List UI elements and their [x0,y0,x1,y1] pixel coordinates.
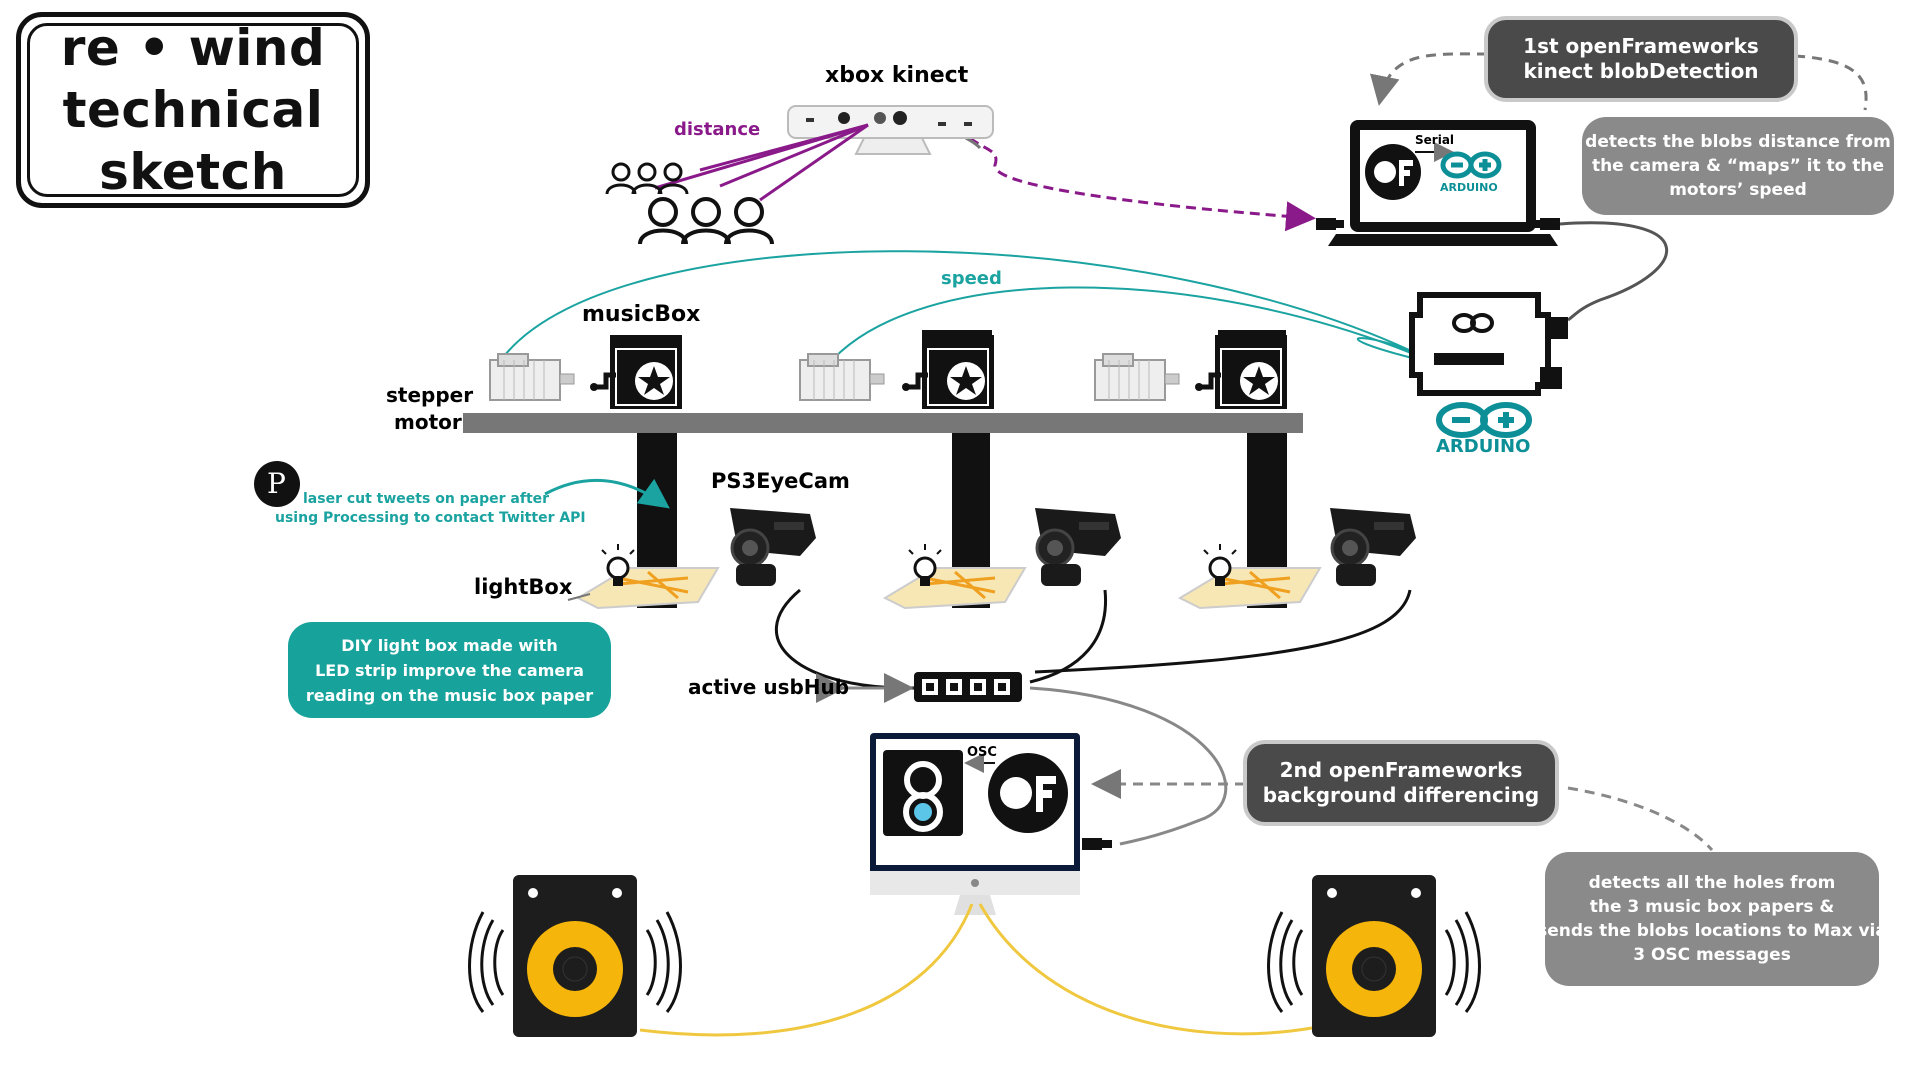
people-icon [605,162,774,245]
imac-usb-connector [1082,838,1112,850]
music-box-icon [902,335,994,409]
music-box-lid [922,330,992,338]
of2-desc-line4: 3 OSC messages [1633,945,1791,965]
openframeworks-logo-icon [988,753,1068,833]
arduino-small-label: ARDUINO [1440,181,1498,194]
music-box-icon [1195,335,1287,409]
of2-desc-line1: detects all the holes from [1588,873,1836,893]
title-box: re • wind technical sketch [16,12,370,208]
title-line1-left: re [60,19,121,77]
camera-cables [775,588,1412,690]
active-usb-hub-label: active usbHub [688,675,849,699]
max-logo-icon [883,750,963,836]
osc-label: OSC [967,745,997,760]
xbox-kinect-label: xbox kinect [825,63,969,88]
of1-line1: 1st openFrameworks [1523,34,1759,58]
music-box-lid [1218,330,1286,338]
light-line2: LED strip improve the camera [315,660,584,680]
stepper-motor-label-2: motor [394,410,462,434]
of2-line1: 2nd openFrameworks [1279,758,1523,782]
speaker-icon [512,874,638,1038]
title-line3: sketch [99,143,287,201]
light-line3: reading on the music box paper [305,685,594,705]
music-box-icon [590,335,682,409]
stepper-motor-icon [489,353,575,401]
sound-waves-right [1267,911,1481,1013]
arduino-board-icon [1409,292,1568,396]
lightbox-pointer [567,593,591,601]
of2-desc-bubble: detects all the holes from the 3 music bo… [1537,852,1887,986]
ps3-eye-camera-icon [1033,506,1123,588]
of1-dashed-link [1794,54,1868,111]
arduino-logo-icon [1436,402,1532,438]
title-line2: technical [62,81,324,139]
light-line1: DIY light box made with [341,635,558,655]
distance-lines [654,123,869,202]
light-box-label: lightBox [474,575,573,599]
of1-desc-line1: detects the blobs distance from [1585,132,1891,152]
of2-line2: background differencing [1262,783,1540,807]
laser-label-2: using Processing to contact Twitter API [275,510,586,526]
stepper-motor-icon [799,353,885,401]
speed-label: speed [941,268,1002,289]
laptop-usb-left [1316,218,1344,230]
title-line1-right: wind [188,19,326,77]
of1-desc-line3: motors’ speed [1669,180,1807,200]
of2-desc-line3: sends the blobs locations to Max via [1537,921,1887,941]
ps3-eye-cam-label: PS3EyeCam [711,469,850,493]
serial-label: Serial [1415,133,1454,147]
hub-imac-cable [1029,686,1228,846]
audio-cables [639,903,1313,1037]
ps3-eye-camera-icon [728,506,818,588]
of2-dashed-link [1567,786,1714,851]
svg-text:P: P [267,467,286,500]
arduino-logo-label: ARDUINO [1436,436,1530,457]
usb-hub-icon [914,672,1022,702]
laser-teal-arrow [544,478,670,509]
distance-label: distance [674,119,760,140]
laptop-arduino-cable [1559,221,1668,322]
openframeworks-logo-icon [1365,144,1421,200]
of1-line2: kinect blobDetection [1523,59,1759,83]
of1-desc-line2: the camera & “maps” it to the [1591,156,1885,176]
music-box-label: musicBox [582,302,700,327]
stepper-motor-label-1: stepper [386,383,473,407]
kinect-usb-cable [969,136,1316,232]
sound-waves-left [468,911,682,1013]
title-bullet: • [138,19,171,77]
laptop-usb-right [1532,218,1560,230]
of1-dashed-arrow [1370,52,1488,106]
laser-label-1: laser cut tweets on paper after [303,491,549,507]
kinect-sensor-icon [787,105,994,155]
of2-desc-line2: the 3 music box papers & [1589,897,1835,917]
shelf [463,413,1303,433]
page-title: re • wind technical sketch [61,17,326,203]
ps3-eye-camera-icon [1328,506,1418,588]
processing-logo-icon: P [254,461,300,507]
of1-desc-bubble: detects the blobs distance from the camer… [1582,117,1894,215]
speaker-icon [1311,874,1437,1038]
arduino-small-logo-icon [1440,151,1502,179]
stepper-motor-icon [1094,353,1180,401]
